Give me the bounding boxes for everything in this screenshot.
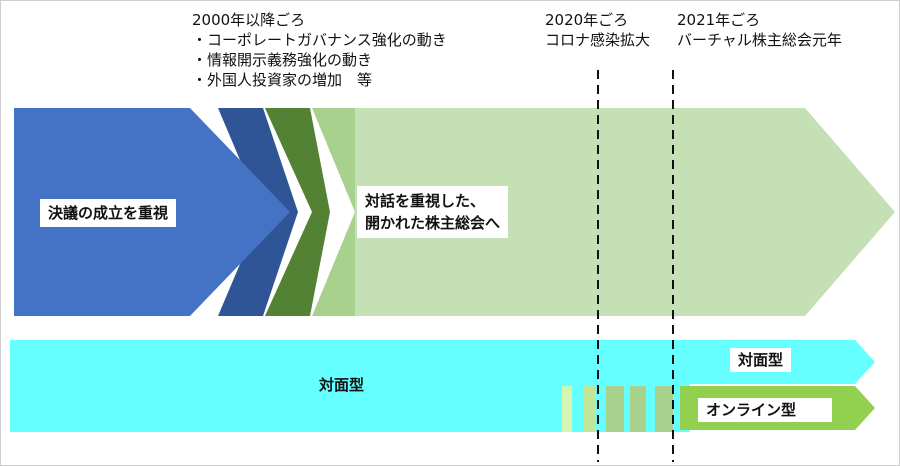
mid-green-chevron: [312, 108, 355, 316]
transition-stripe-1: [562, 386, 572, 432]
label-resolution-focus: 決議の成立を重視: [40, 199, 177, 227]
in-person-bottom-fill: [10, 384, 690, 432]
dark-blue-chevron: [218, 108, 298, 316]
in-person-arrow: [10, 340, 875, 384]
label-dialogue-focus: 対話を重視した、 開かれた株主総会へ: [357, 186, 509, 238]
label-online: オンライン型: [698, 398, 832, 422]
era-2020-year: 2020年ごろ: [545, 11, 629, 29]
label-dialogue-line1: 対話を重視した、: [365, 192, 486, 210]
transition-stripe-2: [583, 386, 595, 432]
era-2000-item-2: ・情報開示義務強化の動き: [192, 51, 373, 69]
light-green-arrow: [355, 108, 895, 316]
era-2000-item-1: ・コーポレートガバナンス強化の動き: [192, 31, 447, 49]
label-dialogue-line2: 開かれた株主総会へ: [365, 214, 501, 232]
label-in-person-main: 対面型: [319, 376, 365, 394]
transition-stripe-5: [655, 386, 673, 432]
era-2020-event: コロナ感染拡大: [545, 31, 651, 49]
era-2000-item-3: ・外国人投資家の増加 等: [192, 71, 373, 89]
transition-stripe-3: [606, 386, 624, 432]
era-2021-event: バーチャル株主総会元年: [677, 31, 842, 49]
transition-stripe-4: [630, 386, 646, 432]
dark-green-chevron: [265, 108, 330, 316]
label-in-person-right: 対面型: [730, 348, 792, 372]
era-2021-year: 2021年ごろ: [677, 11, 761, 29]
era-2000-title: 2000年以降ごろ: [192, 11, 306, 29]
